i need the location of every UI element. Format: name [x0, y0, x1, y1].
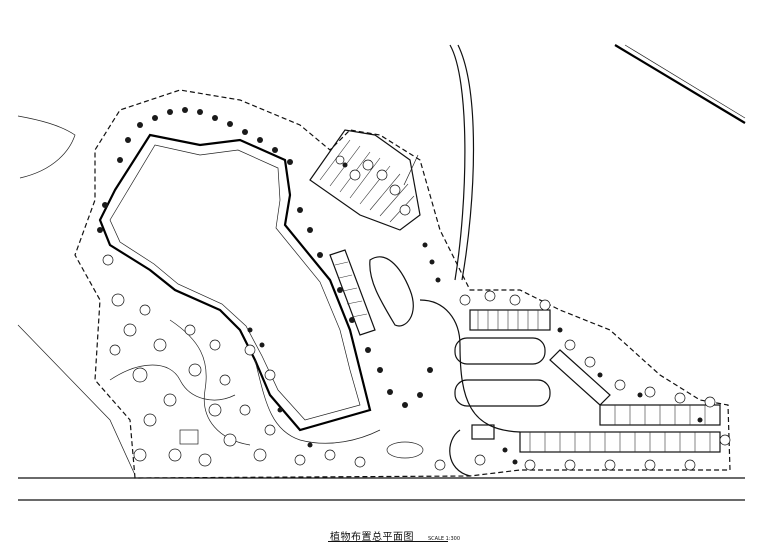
access-road-curve — [449, 44, 475, 281]
parking-east — [454, 309, 721, 453]
top-right-road — [614, 44, 746, 124]
context-lines-left — [17, 115, 136, 476]
north-arrow — [403, 154, 419, 186]
site-boundary — [74, 89, 731, 479]
building-inner-line — [109, 144, 361, 421]
entry-loop — [419, 299, 521, 477]
tree-canopies — [102, 155, 731, 471]
drawing-title-block: 植物布置总平面图 SCALE 1:300 — [330, 528, 460, 543]
title-underline — [328, 541, 448, 542]
drawing-title: 植物布置总平面图 — [330, 532, 414, 543]
main-building — [98, 133, 372, 432]
drawing-scale: SCALE 1:300 — [428, 536, 461, 542]
shrub-hedges — [97, 107, 703, 465]
bottom-road — [18, 477, 745, 501]
parking-center — [329, 249, 414, 336]
